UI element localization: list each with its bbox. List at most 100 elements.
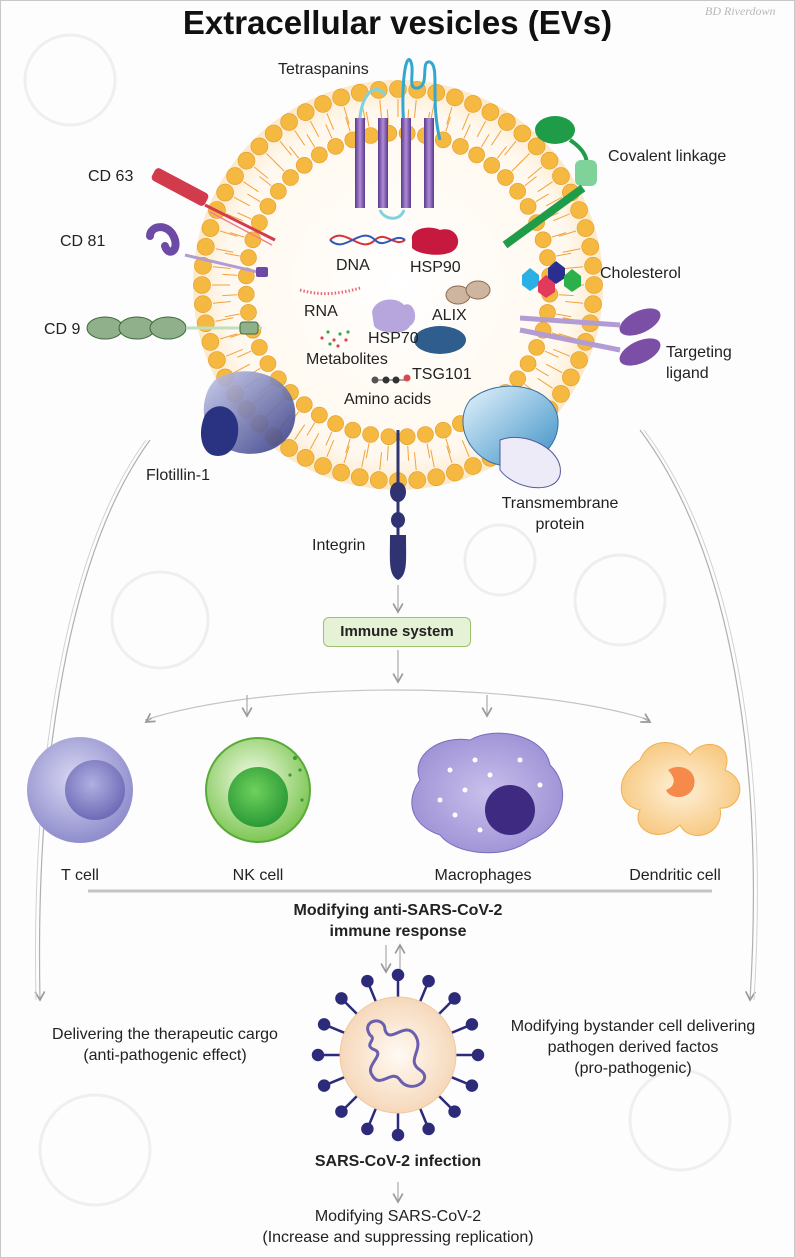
label-cd63: CD 63: [88, 168, 134, 185]
lipid-head: [446, 88, 464, 107]
lipid-tail: [562, 248, 581, 253]
lipid-heads-outer: [193, 80, 603, 490]
virus-spike: [343, 1093, 360, 1110]
lipid-tail: [365, 111, 370, 127]
lipid-tail: [247, 193, 261, 203]
lipid-tail: [430, 449, 435, 468]
label-sars-infection: SARS-CoV-2 infection: [314, 1153, 482, 1170]
label-dendritic-cell: Dendritic cell: [629, 867, 721, 884]
lipid-head: [408, 471, 427, 489]
virus-spike: [449, 1075, 469, 1086]
lipid-tail: [225, 213, 243, 222]
lipid-tail: [527, 166, 543, 179]
lipid-head: [296, 103, 315, 121]
lipid-head: [446, 463, 464, 482]
lipid-head: [528, 339, 545, 356]
lipid-tail: [229, 232, 245, 238]
lipid-tail: [553, 213, 571, 222]
nk-cell-icon: [205, 737, 311, 843]
lipid-tail: [233, 196, 251, 207]
tetraspanins-icon: [355, 58, 442, 220]
lipid-head: [576, 219, 595, 237]
lipid-head: [251, 339, 268, 356]
lipid-tail: [490, 130, 502, 146]
lipid-tail: [345, 438, 351, 454]
lipid-head: [369, 471, 388, 489]
lipid-tail: [233, 363, 251, 374]
lipid-head: [296, 449, 315, 467]
lipid-tail: [426, 443, 431, 459]
lipid-tail: [545, 363, 563, 374]
virus-spike: [367, 984, 378, 1004]
virus-spike-head: [422, 974, 435, 988]
lipid-head: [581, 237, 600, 256]
lipid-tail: [343, 445, 350, 464]
lipid-tail: [326, 112, 335, 130]
lipid-tail: [430, 102, 435, 121]
label-modifying-response-1: Modifying anti-SARS-CoV-2: [293, 902, 503, 919]
lipid-tail: [219, 333, 238, 340]
lipid-tail: [237, 212, 252, 220]
label-metabolites: Metabolites: [306, 351, 388, 368]
lipid-head: [481, 103, 500, 121]
label-hsp70: HSP70: [368, 330, 419, 347]
bidirectional-arrows: [380, 943, 406, 974]
immune-system-box: Immune system: [323, 617, 471, 647]
lipid-head: [295, 157, 313, 174]
lipid-tail: [222, 273, 238, 276]
lipid-head: [264, 124, 283, 143]
lipid-tail: [253, 166, 269, 179]
lipid-head: [327, 138, 344, 155]
virus-spike-head: [471, 1048, 485, 1062]
lipid-head: [585, 276, 603, 294]
label-hsp90: HSP90: [410, 259, 461, 276]
virus-spike: [343, 1000, 360, 1017]
lipid-head: [250, 137, 269, 156]
lipid-head: [208, 351, 226, 369]
lipid-tail: [544, 350, 559, 358]
lipid-head: [237, 151, 256, 170]
lipid-tail: [309, 432, 320, 450]
lipid-tail: [222, 294, 238, 297]
lipid-tail: [545, 196, 563, 207]
lipid-tail: [379, 452, 383, 471]
branch-arrows: [144, 695, 652, 723]
lipid-tail: [446, 106, 453, 125]
lipid-tail: [461, 440, 470, 458]
lipid-tail: [224, 252, 240, 257]
right-curve-arrow-2: [643, 429, 758, 1001]
lipid-tail: [445, 116, 451, 132]
virus-spike-head: [311, 1048, 325, 1062]
label-modifying-sars-1: Modifying SARS-CoV-2: [314, 1208, 482, 1225]
lipid-tail: [386, 109, 389, 125]
lipid-head: [350, 468, 369, 487]
lipid-head: [314, 457, 332, 475]
macrophage-icon: [411, 732, 564, 854]
watermark: BD Riverdown: [705, 4, 776, 18]
label-bystander-3: (pro-pathogenic): [574, 1060, 692, 1077]
lipid-head: [452, 138, 469, 155]
lipid-tail: [309, 120, 320, 138]
lipid-tail: [243, 181, 259, 193]
hsp70-icon: [372, 299, 416, 333]
label-bystander-2: pathogen derived factos: [547, 1039, 719, 1056]
lipid-tail: [294, 130, 306, 146]
label-targeting-ligand-2: ligand: [666, 365, 709, 382]
cd9-icon: [86, 316, 262, 340]
lipid-tail: [551, 232, 567, 238]
lipid-tail: [325, 124, 333, 139]
lipid-head: [201, 219, 220, 237]
lipid-head: [509, 370, 526, 388]
lipid-tail: [219, 230, 238, 237]
lipid-tail: [326, 440, 335, 458]
lipid-tail: [386, 445, 389, 461]
virus-spike: [367, 1106, 378, 1126]
lipid-tail: [237, 350, 252, 358]
virus-spike-head: [448, 1105, 461, 1118]
lipid-head: [362, 127, 379, 144]
lipid-tail: [215, 248, 234, 253]
covalent-linkage-icon: [502, 116, 597, 249]
flotillin-icon: [200, 371, 296, 456]
label-cd81: CD 81: [60, 233, 106, 250]
label-alix: ALIX: [432, 307, 467, 324]
